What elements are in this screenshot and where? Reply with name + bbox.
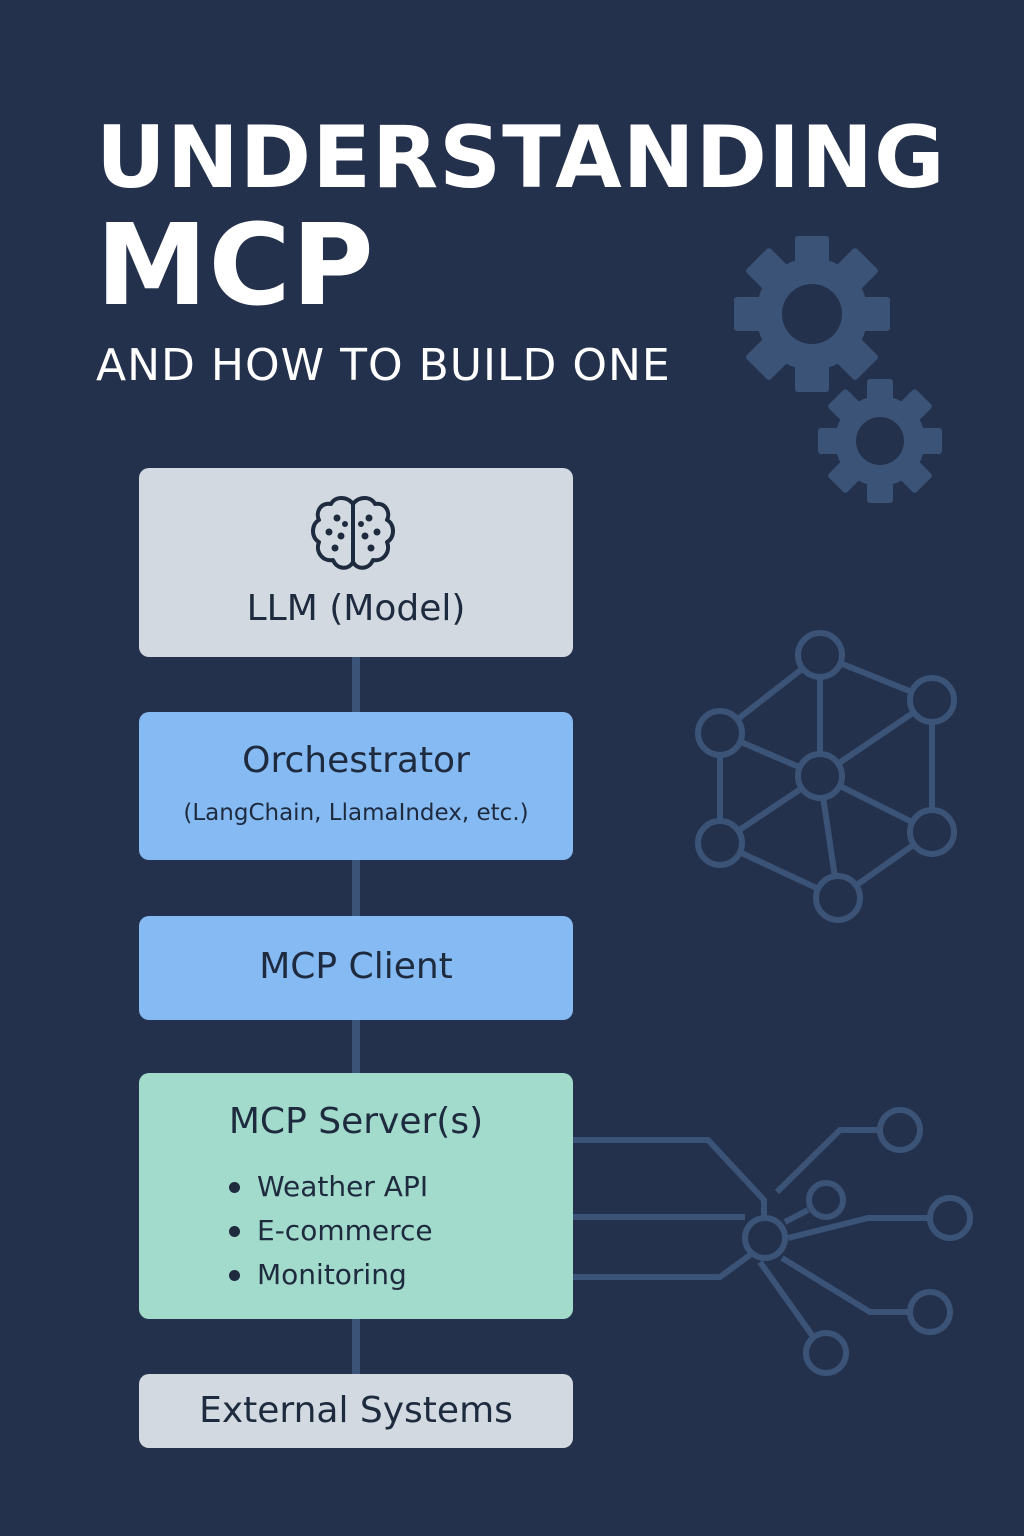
bullet-icon [229,1182,240,1193]
connector-line [352,1319,360,1374]
circuit-lines-icon [573,1107,973,1376]
server-item-label: Weather API [257,1170,429,1203]
page-title-acronym: MCP [96,201,375,331]
bullet-icon [229,1270,240,1281]
server-list: Weather API E-commerce Monitoring [229,1165,433,1297]
network-graph-icon [695,630,957,923]
llm-label: LLM (Model) [246,588,466,629]
page-subtitle: AND HOW TO BUILD ONE [96,340,671,391]
external-systems-label: External Systems [199,1390,513,1431]
connector-line [352,657,360,712]
list-item: Monitoring [229,1253,433,1297]
connector-line [352,1020,360,1073]
orchestrator-box: Orchestrator (LangChain, LlamaIndex, etc… [139,712,573,860]
title-block: UNDERSTANDING MCP AND HOW TO BUILD ONE [96,110,946,392]
gear-icon [734,236,890,392]
orchestrator-sublabel: (LangChain, LlamaIndex, etc.) [183,800,529,826]
mcp-client-box: MCP Client [139,916,573,1020]
external-systems-box: External Systems [139,1374,573,1448]
brain-icon [311,496,395,570]
mcp-server-label: MCP Server(s) [228,1101,484,1142]
connector-line [352,860,360,916]
orchestrator-label: Orchestrator [242,740,470,781]
list-item: Weather API [229,1165,433,1209]
list-item: E-commerce [229,1209,433,1253]
mcp-server-box: MCP Server(s) Weather API E-commerce Mon… [139,1073,573,1319]
server-item-label: Monitoring [257,1258,407,1291]
llm-box: LLM (Model) [139,468,573,657]
mcp-client-label: MCP Client [259,946,453,987]
gear-icon [818,379,942,503]
page-title: UNDERSTANDING [96,108,946,208]
bullet-icon [229,1226,240,1237]
server-item-label: E-commerce [257,1214,433,1247]
